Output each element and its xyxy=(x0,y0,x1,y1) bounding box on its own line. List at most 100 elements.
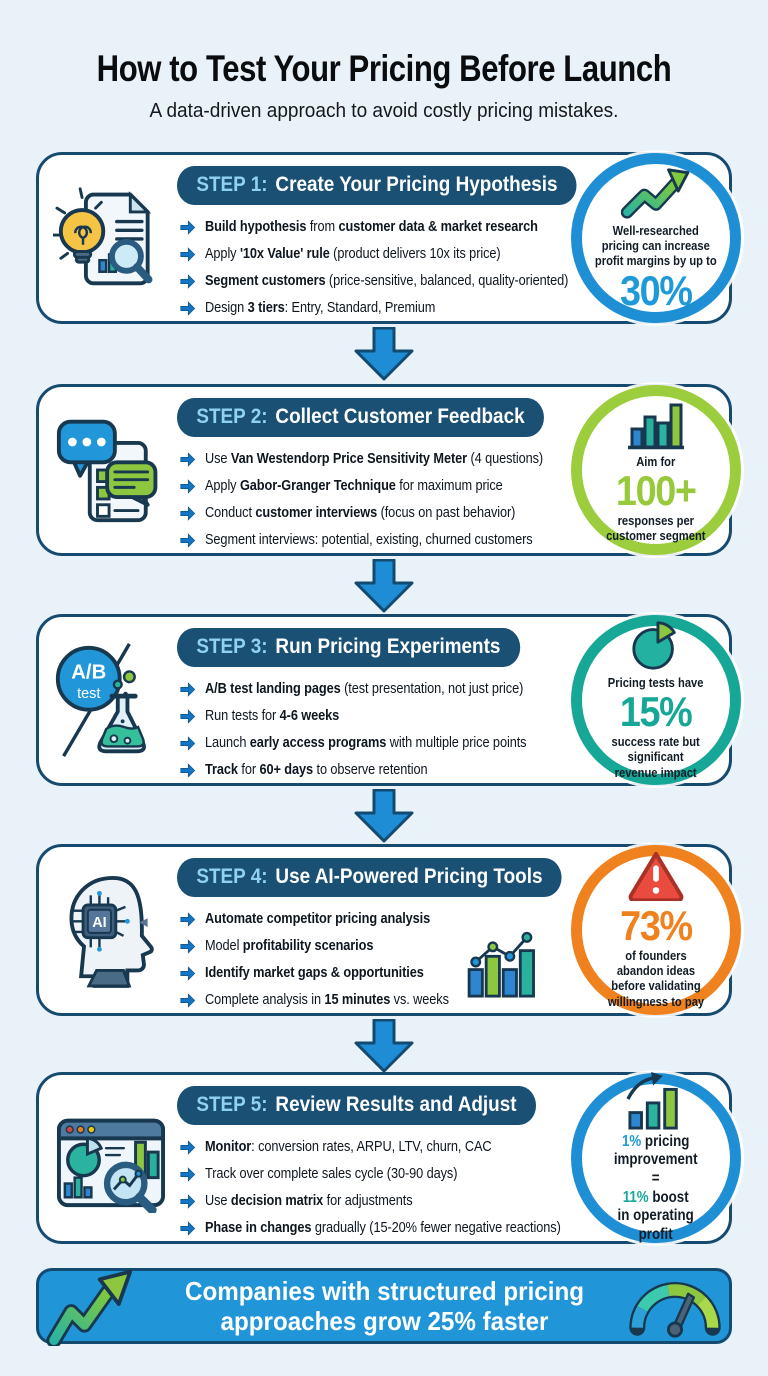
bullet-arrow-icon xyxy=(179,219,196,235)
bullet-item: Design 3 tiers: Entry, Standard, Premium xyxy=(179,299,631,317)
badge-stat-label: of founders xyxy=(625,947,687,963)
step-title: Collect Customer Feedback xyxy=(275,404,525,428)
bullet-list: Use Van Westendorp Price Sensitivity Met… xyxy=(179,450,594,549)
warning-icon xyxy=(628,851,684,902)
badge-stat-value: 30% xyxy=(620,266,693,314)
bullet-item: Complete analysis in 15 minutes vs. week… xyxy=(179,991,614,1009)
bullet-list: Monitor: conversion rates, ARPU, LTV, ch… xyxy=(179,1138,609,1237)
bullet-text: Track over complete sales cycle (30-90 d… xyxy=(205,1166,458,1182)
bullet-item: Identify market gaps & opportunities xyxy=(179,964,614,982)
bullet-text: Run tests for 4-6 weeks xyxy=(205,708,340,724)
ai-head-icon: AI xyxy=(47,864,175,996)
bullet-arrow-icon xyxy=(179,681,196,697)
step-title: Create Your Pricing Hypothesis xyxy=(275,172,558,196)
bullet-item: Track for 60+ days to observe retention xyxy=(179,761,570,779)
feedback-checklist-icon xyxy=(47,404,175,536)
bullet-text: Monitor: conversion rates, ARPU, LTV, ch… xyxy=(205,1139,492,1155)
idea-research-icon xyxy=(47,172,175,304)
badge-stat-label: Well-researched xyxy=(612,222,700,238)
bullet-text: Launch early access programs with multip… xyxy=(205,735,527,751)
bullet-arrow-icon xyxy=(179,911,196,927)
bullet-item: Build hypothesis from customer data & ma… xyxy=(179,218,631,236)
bullet-item: Use Van Westendorp Price Sensitivity Met… xyxy=(179,450,594,468)
step-content: STEP 5: Review Results and Adjust Monito… xyxy=(177,1086,609,1246)
bullet-text: Design 3 tiers: Entry, Standard, Premium xyxy=(205,300,436,316)
badge-stat-label: success rate but xyxy=(611,734,701,750)
ab-test-flask-icon: A/B test xyxy=(47,634,175,766)
step-card: STEP 5: Review Results and Adjust Monito… xyxy=(36,1071,741,1246)
zigzag-arrow-icon xyxy=(45,1266,142,1346)
bullet-item: Launch early access programs with multip… xyxy=(179,734,570,752)
bullet-arrow-icon xyxy=(179,762,196,778)
bullet-list: Automate competitor pricing analysis Mod… xyxy=(179,910,614,1009)
badge-stat-value: 15% xyxy=(620,688,693,736)
bullet-arrow-icon xyxy=(179,1166,196,1182)
badge-stat-label: pricing can increase xyxy=(601,238,711,253)
footer-text: Companies with structured pricing approa… xyxy=(184,1275,584,1336)
down-arrow-icon xyxy=(346,558,422,618)
bullet-item: Automate competitor pricing analysis xyxy=(179,910,614,928)
badge-stat-label: responses per xyxy=(617,512,695,528)
bullet-arrow-icon xyxy=(179,1193,196,1209)
step-header-pill: STEP 5: Review Results and Adjust xyxy=(177,1086,536,1125)
bullet-arrow-icon xyxy=(179,992,196,1008)
step-number-label: STEP 2: xyxy=(196,404,268,428)
bullet-text: Identify market gaps & opportunities xyxy=(205,965,424,981)
step-content: STEP 2: Collect Customer Feedback Use Va… xyxy=(177,398,594,558)
bullet-text: Build hypothesis from customer data & ma… xyxy=(205,219,538,235)
bullet-text: Apply Gabor-Granger Technique for maximu… xyxy=(205,478,503,494)
badge-stat-label: profit xyxy=(638,1225,674,1243)
step-number-label: STEP 3: xyxy=(196,634,268,658)
bullet-item: Conduct customer interviews (focus on pa… xyxy=(179,504,594,522)
step-content: STEP 3: Run Pricing Experiments A/B test… xyxy=(177,628,570,788)
bullet-arrow-icon xyxy=(179,938,196,954)
bullet-arrow-icon xyxy=(179,246,196,262)
growth-bars-icon xyxy=(624,1071,688,1130)
step-title: Review Results and Adjust xyxy=(275,1092,517,1116)
bullet-item: Use decision matrix for adjustments xyxy=(179,1192,609,1210)
bullet-arrow-icon xyxy=(179,300,196,316)
bullet-arrow-icon xyxy=(179,965,196,981)
bullet-list: A/B test landing pages (test presentatio… xyxy=(179,680,570,779)
bullet-text: Segment customers (price-sensitive, bala… xyxy=(205,273,569,289)
down-arrow-icon xyxy=(346,326,422,386)
step-title: Run Pricing Experiments xyxy=(275,634,501,658)
step-header-pill: STEP 4: Use AI-Powered Pricing Tools xyxy=(177,858,562,897)
step-number-label: STEP 4: xyxy=(196,864,268,888)
bar-chart-icon xyxy=(625,397,687,451)
bullet-item: Phase in changes gradually (15-20% fewer… xyxy=(179,1219,609,1237)
step-title: Use AI-Powered Pricing Tools xyxy=(275,864,543,888)
bullet-arrow-icon xyxy=(179,1139,196,1155)
pie-chart-icon xyxy=(629,620,683,672)
bullet-item: A/B test landing pages (test presentatio… xyxy=(179,680,570,698)
badge-stat-label: improvement xyxy=(614,1151,698,1169)
badge-stat-label: 1% pricing xyxy=(622,1132,690,1150)
bullet-item: Run tests for 4-6 weeks xyxy=(179,707,570,725)
step-header-pill: STEP 1: Create Your Pricing Hypothesis xyxy=(177,166,577,205)
bullet-arrow-icon xyxy=(179,735,196,751)
dashboard-analytics-icon xyxy=(47,1092,175,1224)
badge-stat-label: in operating xyxy=(617,1207,695,1225)
bullet-arrow-icon xyxy=(179,708,196,724)
svg-text:AI: AI xyxy=(92,915,106,931)
bullet-text: Segment interviews: potential, existing,… xyxy=(205,532,533,548)
down-arrow-icon xyxy=(346,1018,422,1078)
step-number-label: STEP 5: xyxy=(196,1092,268,1116)
bullet-item: Track over complete sales cycle (30-90 d… xyxy=(179,1165,609,1183)
step-card: A/B test STEP 3: Run Pricing Experiments… xyxy=(36,614,741,788)
badge-stat-label: before validating xyxy=(611,978,701,994)
bullet-item: Model profitability scenarios xyxy=(179,937,614,955)
bullet-text: A/B test landing pages (test presentatio… xyxy=(205,681,524,697)
bullet-text: Model profitability scenarios xyxy=(205,938,374,954)
badge-stat-label: profit margins by up to xyxy=(595,253,717,269)
